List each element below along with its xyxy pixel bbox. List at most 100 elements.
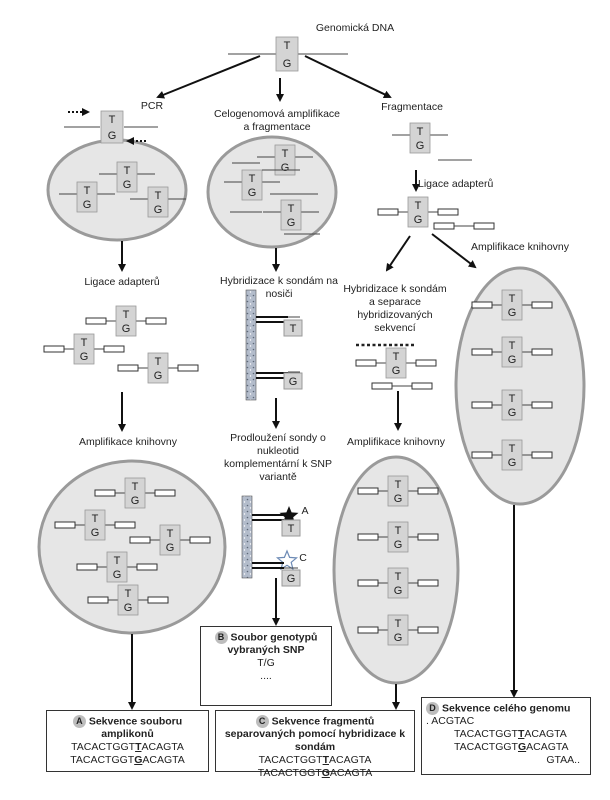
label-allele-c: C bbox=[299, 552, 307, 564]
arrows bbox=[118, 55, 518, 710]
adapter bbox=[87, 596, 109, 604]
adapter bbox=[147, 596, 169, 604]
snp-allele-top: T bbox=[155, 356, 162, 368]
adapter bbox=[417, 533, 439, 541]
snp-allele-top: T bbox=[249, 173, 256, 185]
adapter bbox=[415, 359, 437, 367]
snp-site-box bbox=[159, 524, 181, 556]
adapter bbox=[357, 626, 379, 634]
snp-site-box bbox=[280, 199, 302, 231]
adapter bbox=[357, 579, 379, 587]
snp-site-box bbox=[501, 439, 523, 471]
snp-allele-bottom: G bbox=[83, 199, 92, 211]
output-a-seq-1: TACACTGGTTACAGTA bbox=[71, 741, 184, 754]
snp-allele-bottom: G bbox=[416, 140, 425, 152]
label-fragmentation: Fragmentace bbox=[381, 101, 443, 113]
snp-allele-top: T bbox=[124, 165, 131, 177]
snp-allele-top: T bbox=[284, 40, 291, 52]
snp-allele-bottom: G bbox=[392, 365, 401, 377]
output-d-line-0: . ACGTAC bbox=[426, 715, 475, 728]
snp-site-box bbox=[84, 509, 106, 541]
snp-allele-top: T bbox=[84, 185, 91, 197]
snp-allele-bottom: G bbox=[289, 376, 298, 388]
adapter bbox=[355, 359, 377, 367]
snp-allele-top: T bbox=[114, 555, 121, 567]
snp-allele-bottom: G bbox=[123, 179, 132, 191]
arrow-to-fragmentation bbox=[304, 55, 392, 98]
output-a-seq-2: TACACTGGTGACAGTA bbox=[70, 754, 185, 767]
adapter bbox=[437, 208, 459, 216]
adapter bbox=[54, 521, 76, 529]
output-c-title: Sekvence fragmentů separovaných pomocí h… bbox=[224, 715, 406, 754]
extension-allele-g: G bbox=[287, 573, 296, 585]
snp-allele-bottom: G bbox=[414, 214, 423, 226]
snp-allele-top: T bbox=[395, 571, 402, 583]
outline-star-icon bbox=[275, 549, 299, 571]
snp-site-box bbox=[116, 161, 138, 193]
snp-allele-top: T bbox=[92, 513, 99, 525]
snp-allele-bottom: G bbox=[131, 495, 140, 507]
adapter bbox=[189, 536, 211, 544]
adapter bbox=[473, 222, 495, 230]
snp-allele-bottom: G bbox=[281, 162, 290, 174]
badge-d: D bbox=[426, 702, 439, 715]
adapter bbox=[471, 401, 493, 409]
snp-site-box bbox=[501, 289, 523, 321]
extension-allele-t: T bbox=[288, 523, 295, 535]
adapter bbox=[85, 317, 107, 325]
output-b-ellipsis: .... bbox=[260, 670, 272, 683]
snp-site-box bbox=[387, 567, 409, 599]
label-wga: Celogenomová amplifikace a fragmentace bbox=[213, 108, 341, 133]
snp-allele-bottom: G bbox=[80, 351, 89, 363]
adapter bbox=[357, 487, 379, 495]
output-d-seq-2: TACACTGGTGACAGTA bbox=[454, 741, 569, 754]
snp-site-box bbox=[73, 333, 95, 365]
adapter bbox=[471, 348, 493, 356]
output-d-line-3: GTAA.. bbox=[546, 754, 580, 767]
snp-allele-top: T bbox=[81, 337, 88, 349]
snp-allele-top: T bbox=[417, 126, 424, 138]
snp-allele-bottom: G bbox=[108, 130, 117, 142]
adapter bbox=[43, 345, 65, 353]
snp-site-box bbox=[281, 569, 301, 587]
arrow-ligation-to-hyb-sep bbox=[385, 235, 411, 272]
snp-site-box bbox=[117, 584, 139, 616]
snp-allele-bottom: G bbox=[394, 632, 403, 644]
snp-allele-top: T bbox=[132, 481, 139, 493]
snp-allele-bottom: G bbox=[154, 204, 163, 216]
snp-allele-bottom: G bbox=[283, 58, 292, 70]
snp-site-box bbox=[387, 614, 409, 646]
snp-site-box bbox=[147, 352, 169, 384]
adapter bbox=[531, 348, 553, 356]
label-hyb-sep: Hybridizace k sondám a separace hybridiz… bbox=[343, 283, 447, 334]
snp-allele-top: T bbox=[109, 114, 116, 126]
arrow-to-pcr bbox=[156, 55, 261, 99]
label-lib-amp-mid: Amplifikace knihovny bbox=[346, 436, 446, 448]
snp-site-box bbox=[387, 521, 409, 553]
snp-site-box bbox=[283, 372, 303, 390]
probe-array-lower bbox=[241, 495, 253, 579]
snp-allele-bottom: G bbox=[287, 217, 296, 229]
adapter bbox=[154, 489, 176, 497]
snp-allele-bottom: G bbox=[508, 307, 517, 319]
output-b-title: Soubor genotypů vybraných SNP bbox=[227, 631, 318, 657]
snp-allele-top: T bbox=[288, 203, 295, 215]
snp-site-box bbox=[275, 36, 299, 72]
snp-site-box bbox=[124, 477, 146, 509]
label-lib-amp-left: Amplifikace knihovny bbox=[78, 436, 178, 448]
snp-allele-bottom: G bbox=[113, 569, 122, 581]
snp-allele-bottom: G bbox=[394, 539, 403, 551]
adapter bbox=[417, 626, 439, 634]
snp-site-box bbox=[100, 110, 124, 144]
adapter bbox=[417, 487, 439, 495]
adapter bbox=[177, 364, 199, 372]
snp-site-box bbox=[281, 519, 301, 537]
snp-allele-bottom: G bbox=[508, 457, 517, 469]
snp-site-box bbox=[115, 305, 137, 337]
adapter bbox=[471, 301, 493, 309]
snp-site-box bbox=[501, 389, 523, 421]
